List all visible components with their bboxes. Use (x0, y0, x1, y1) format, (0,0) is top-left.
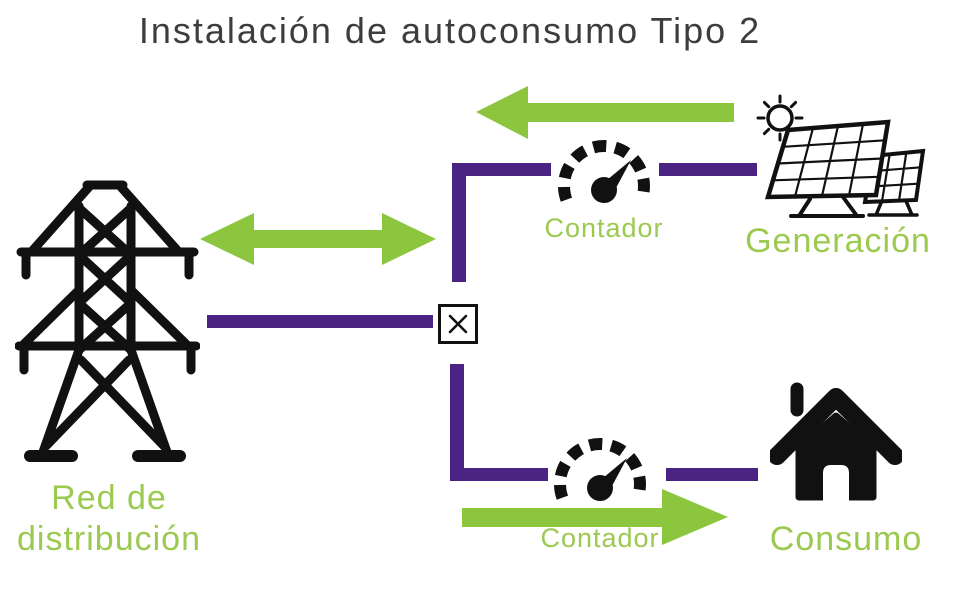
generation-flow-arrow-icon (476, 85, 736, 140)
junction-consumption-line-left (450, 468, 548, 481)
grid-label-line1: Red de (51, 479, 167, 517)
solar-panels-icon (753, 93, 930, 223)
junction-generation-line-vertical (452, 163, 466, 282)
house-icon (770, 376, 902, 512)
grid-exchange-arrow-icon (198, 212, 438, 266)
junction-generation-line-right (659, 163, 757, 176)
generation-label: Generación (745, 222, 931, 260)
generation-meter-gauge-icon (551, 138, 657, 210)
x-switch-icon (438, 304, 478, 344)
page-title: Instalación de autoconsumo Tipo 2 (138, 10, 762, 51)
generation-meter-label: Contador (544, 213, 664, 243)
grid-label: Red de distribución (2, 478, 216, 561)
consumption-flow-arrow-icon (462, 488, 730, 546)
consumption-label: Consumo (769, 520, 923, 558)
junction-consumption-line-vertical (450, 364, 464, 481)
consumption-meter-label: Contador (540, 523, 660, 553)
consumption-meter-gauge-icon (547, 436, 653, 508)
junction-generation-line-left (452, 163, 551, 176)
grid-junction-line (207, 315, 433, 328)
grid-label-line2: distribución (17, 520, 201, 559)
transmission-tower-icon (15, 178, 200, 468)
junction-consumption-line-right (666, 468, 758, 481)
front-panel (764, 119, 891, 218)
